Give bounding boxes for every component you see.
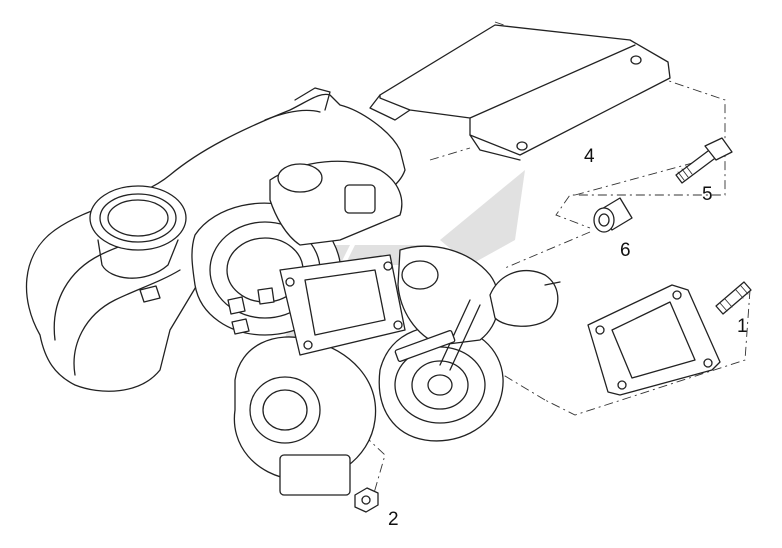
stud-part: [715, 281, 752, 315]
callout-2: 2: [388, 509, 399, 530]
turbine-flange: [279, 254, 406, 356]
callout-4: 4: [584, 146, 595, 167]
gasket-part: [587, 284, 721, 396]
wastegate-actuator: [489, 269, 559, 327]
turbocharger-assembly: [25, 87, 561, 496]
bolt-part: [675, 137, 733, 184]
heat-shield-part: [369, 24, 671, 161]
callout-6: 6: [620, 240, 631, 261]
nut-part: [354, 487, 379, 513]
callout-5: 5: [702, 184, 713, 205]
spacer-sleeve-part: [593, 197, 633, 233]
manifold-flange: [89, 185, 187, 251]
callout-1: 1: [737, 316, 748, 337]
